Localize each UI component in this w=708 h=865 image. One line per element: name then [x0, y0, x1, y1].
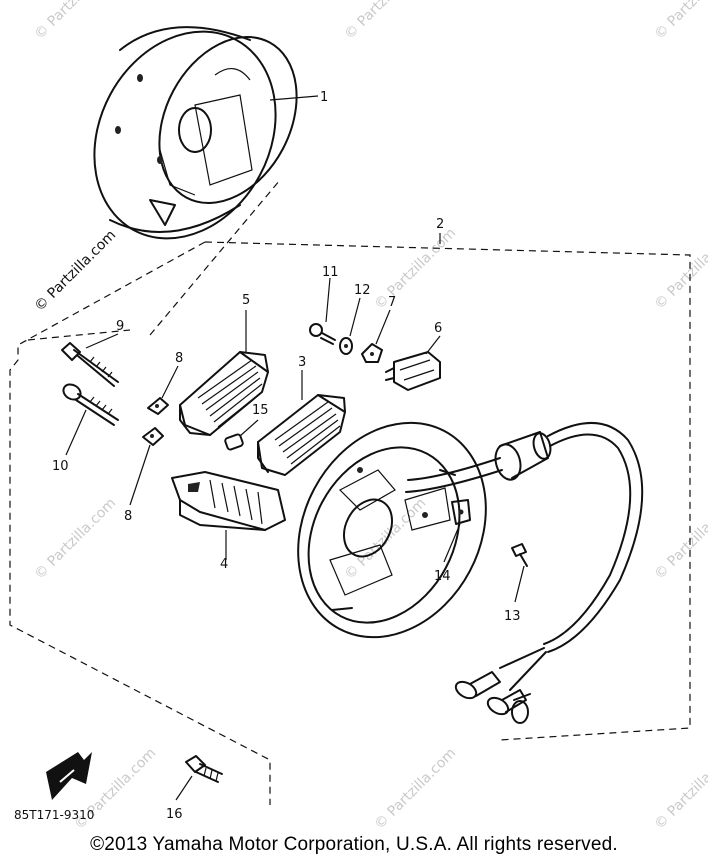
leader-line-8a	[161, 365, 179, 399]
coil-middle	[257, 394, 346, 476]
lead-wire-harness	[405, 422, 644, 724]
leader-line-15	[239, 419, 259, 437]
clamp-7	[361, 343, 383, 363]
screw-10	[62, 383, 119, 426]
watermark: © Partzilla.com	[652, 745, 708, 833]
watermark: © Partzilla.com	[342, 0, 430, 43]
callout-8-upper: 8	[175, 351, 183, 366]
figure-code: 85T171-9310	[14, 808, 95, 822]
callout-4: 4	[220, 557, 228, 572]
watermark: © Partzilla.com	[652, 0, 708, 43]
flywheel-rotor	[93, 26, 298, 240]
leader-line-12	[349, 297, 361, 337]
callout-6: 6	[434, 321, 442, 336]
leader-line-11	[325, 277, 331, 323]
leader-line-14	[443, 523, 461, 563]
leader-line-7	[375, 309, 391, 345]
clip-upper	[147, 397, 169, 415]
collar	[224, 433, 244, 451]
leader-line-10	[65, 409, 87, 456]
watermark: © Partzilla.com	[652, 495, 708, 583]
callout-15: 15	[252, 403, 269, 418]
watermark-group: © Partzilla.com © Partzilla.com © Partzi…	[32, 0, 708, 833]
watermark: © Partzilla.com	[32, 0, 120, 43]
callout-8-lower: 8	[124, 509, 132, 524]
leader-line-13	[514, 565, 525, 603]
watermark: © Partzilla.com	[372, 745, 460, 833]
copyright-notice: ©2013 Yamaha Motor Corporation, U.S.A. A…	[90, 834, 618, 855]
watermark: © Partzilla.com	[372, 225, 460, 313]
watermark: © Partzilla.com	[32, 495, 120, 583]
coil-upper	[179, 351, 269, 436]
leader-line-16	[175, 775, 193, 801]
callout-13: 13	[504, 609, 521, 624]
screw-9	[61, 342, 119, 387]
coil-lower	[171, 471, 286, 531]
bolt-16	[185, 755, 223, 783]
callout-3: 3	[298, 355, 306, 370]
leader-line-9	[85, 333, 119, 349]
callout-1: 1	[320, 90, 328, 105]
washer-12	[339, 337, 353, 355]
callout-2: 2	[436, 217, 444, 232]
wire-clamp-14	[451, 499, 471, 525]
stator-base-plate	[297, 421, 487, 639]
leader-line-6	[425, 335, 441, 355]
watermark: © Partzilla.com	[652, 225, 708, 313]
callout-9: 9	[116, 319, 124, 334]
callout-5: 5	[242, 293, 250, 308]
callout-12: 12	[354, 283, 371, 298]
terminal-block-6	[385, 351, 441, 391]
callout-11: 11	[322, 265, 339, 280]
watermark: © Partzilla.com	[32, 227, 120, 315]
front-arrow-icon	[46, 752, 92, 800]
callout-14: 14	[434, 569, 451, 584]
screw-13	[511, 543, 528, 567]
clip-lower	[142, 427, 164, 446]
callout-16: 16	[166, 807, 183, 822]
callout-10: 10	[52, 459, 69, 474]
screw-11	[309, 323, 336, 345]
leader-line-8b	[129, 444, 151, 506]
leader-line-1	[269, 95, 319, 101]
callout-7: 7	[388, 295, 396, 310]
stator-assembly-boundary	[9, 179, 691, 805]
